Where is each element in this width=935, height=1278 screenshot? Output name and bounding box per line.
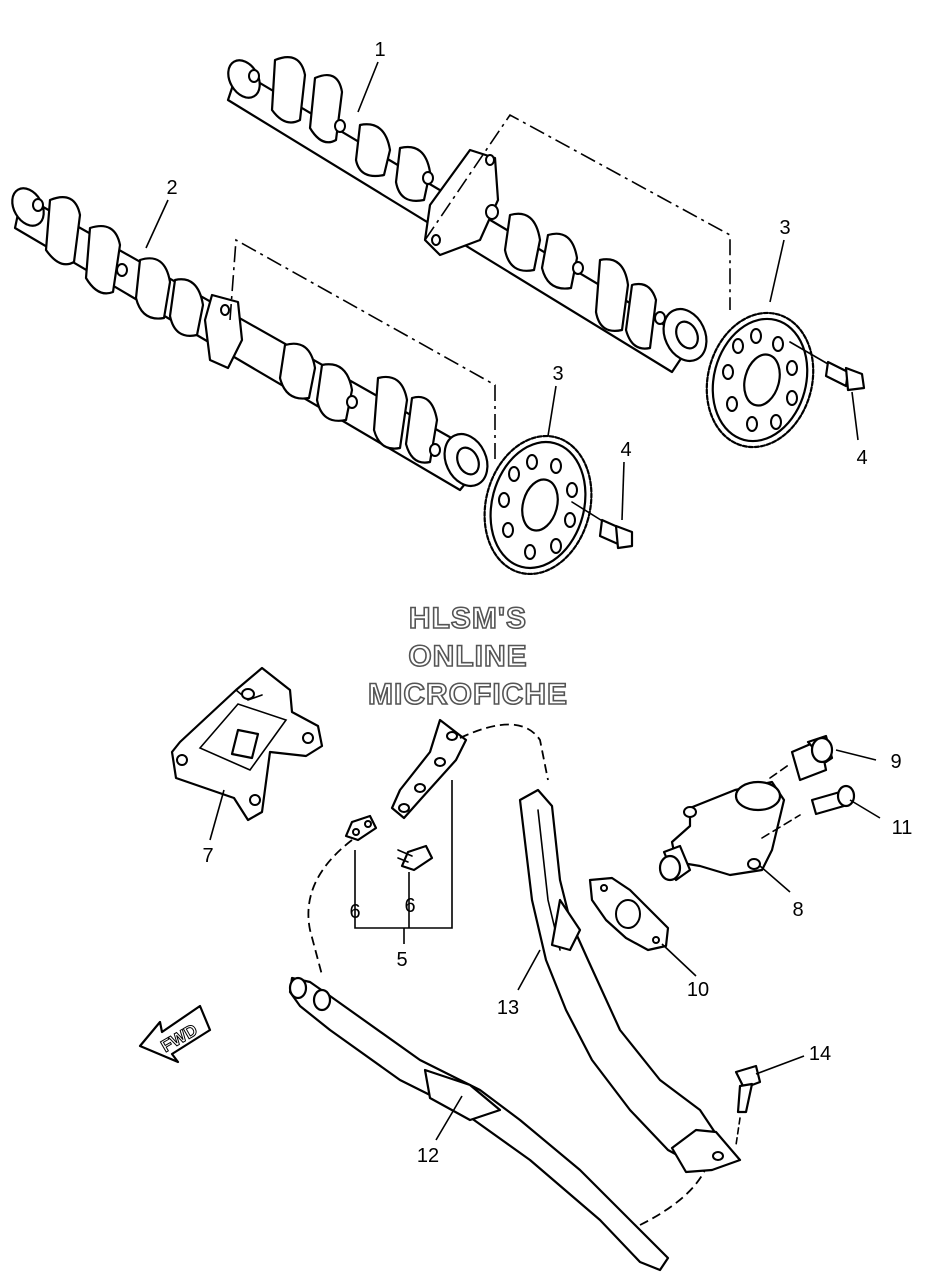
watermark: HLSM'S ONLINE MICROFICHE xyxy=(367,601,568,712)
callout-6-left: 6 xyxy=(349,901,360,923)
callout-13: 13 xyxy=(497,997,519,1019)
callout-2: 2 xyxy=(166,177,177,199)
watermark-line-3: MICROFICHE xyxy=(368,678,568,711)
chain-guide-12[interactable] xyxy=(288,976,670,1272)
watermark-line-2: ONLINE xyxy=(408,640,527,673)
bolt-4-lower[interactable] xyxy=(571,501,634,550)
chain-link-plate-6a[interactable] xyxy=(344,814,378,842)
callout-1: 1 xyxy=(374,39,385,61)
callout-3-lower: 3 xyxy=(552,363,563,385)
sprocket-3-lower[interactable] xyxy=(470,424,607,586)
bolt-9[interactable] xyxy=(790,734,834,782)
callout-12: 12 xyxy=(417,1145,439,1167)
watermark-line-1: HLSM'S xyxy=(409,602,527,635)
bolt-4-upper[interactable] xyxy=(789,341,866,392)
chain-guide-top-7[interactable] xyxy=(170,666,324,822)
callout-14: 14 xyxy=(809,1043,831,1065)
callout-4-upper: 4 xyxy=(856,447,867,469)
cam-chain-5[interactable] xyxy=(390,718,468,820)
callout-4-lower: 4 xyxy=(620,439,631,461)
chain-guide-13[interactable] xyxy=(518,788,742,1174)
callout-10: 10 xyxy=(687,979,709,1001)
sprocket-3-upper[interactable] xyxy=(692,301,828,459)
gasket-10[interactable] xyxy=(588,876,670,952)
camshaft-2[interactable] xyxy=(6,183,496,493)
callout-11: 11 xyxy=(892,817,913,839)
callout-3-upper: 3 xyxy=(779,217,790,239)
camshaft-1[interactable] xyxy=(222,55,715,374)
fwd-arrow-icon: FWD xyxy=(138,1004,212,1064)
callout-9: 9 xyxy=(890,751,901,773)
callout-8: 8 xyxy=(792,899,803,921)
callout-7: 7 xyxy=(202,845,213,867)
callout-5: 5 xyxy=(396,949,407,971)
chain-tensioner-8[interactable] xyxy=(658,780,786,882)
bolt-11[interactable] xyxy=(810,784,856,816)
callout-6-right: 6 xyxy=(404,895,415,917)
chain-joint-link-6b[interactable] xyxy=(397,844,434,872)
bolt-14[interactable] xyxy=(734,1064,762,1114)
